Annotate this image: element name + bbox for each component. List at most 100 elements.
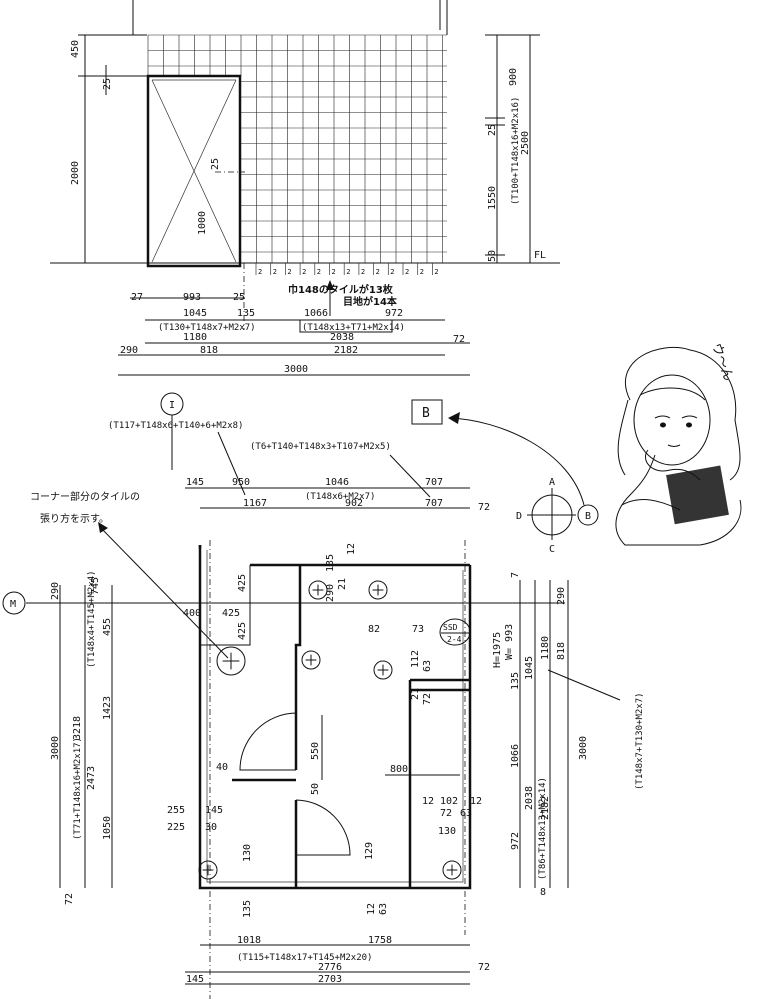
p-21b: 21 [410,688,421,700]
plan-formula-top2: (T6+T140+T148x3+T107+M2x5) [250,442,391,452]
elev-right-formula: (T100+T148x16+M2x16) [511,97,521,205]
right-972: 972 [510,832,521,850]
elev-formula-mid: (T148x13+T71+M2x14) [302,323,405,333]
tile-note-1: 巾148のタイルが13枚 [288,283,394,296]
p-50: 50 [310,783,321,795]
right-135: 135 [510,672,521,690]
tile-tick-mark: 2 [273,268,277,276]
ssd-label: SSD [443,623,458,632]
corner-note-1: コーナー部分のタイルの [30,490,140,503]
p-30: 30 [205,822,217,833]
right-1045: 1045 [524,656,535,680]
p-425a: 425 [222,608,240,619]
left-1423: 1423 [102,696,113,720]
tile-tick-mark: 2 [346,268,350,276]
tile-grid [147,34,447,263]
elev-dim-450: 450 [70,40,81,58]
p-63c: 63 [378,903,389,915]
corner-tile-marker [442,860,462,880]
p-130b: 130 [242,844,253,862]
p-425b: 425 [237,574,248,592]
left-455: 455 [102,618,113,636]
bubble-I-label: I [169,400,175,411]
elev-row4-818: 818 [200,345,218,356]
corner-tile-marker [216,646,246,676]
elev-dim-900: 900 [508,68,519,86]
top-72: 72 [478,502,490,513]
right-2038: 2038 [524,786,535,810]
bottom-145: 145 [186,974,204,985]
p-40: 40 [216,762,228,773]
left-72: 72 [64,893,75,905]
compass-B: B [585,511,591,522]
left-2473: 2473 [86,766,97,790]
p-145: 145 [205,805,223,816]
plan-formula-top1: (T117+T148x6+T140+6+M2x8) [108,421,243,431]
top-707: 707 [425,477,443,488]
tile-tick-mark: 2 [258,268,262,276]
corner-tile-marker [301,650,321,670]
p-400: 400 [183,608,201,619]
elev-formula-left: (T130+T148x7+M2x7) [158,323,256,333]
right-2182: 2182 [540,796,551,820]
floor-plan: I M (T117+T148x6+T140+6+M2x8) (T6+T140+T… [2,392,645,999]
right-818: 818 [556,642,567,660]
p-112: 112 [410,650,421,668]
p-290: 290 [325,584,336,602]
bubble-M-label: M [10,599,16,610]
elevation-view: 450 25 2000 25 1000 900 25 1550 50 2500 … [50,0,560,376]
right-8: 8 [540,887,546,898]
thinking-woman-illustration: ウ〜ん [615,341,742,546]
p-225: 225 [167,822,185,833]
elev-row1-25: 25 [233,292,245,303]
compass-C: C [549,544,555,555]
corner-tile-marker [308,580,328,600]
elev-row1-972: 972 [385,308,403,319]
elev-row2-1045: 1045 [183,308,207,319]
p-12: 12 [346,543,357,555]
width-label: W= 993 [504,624,515,660]
corner-tile-marker [373,660,393,680]
tile-tick-mark: 2 [376,268,380,276]
p-63b: 63 [460,808,472,819]
p-255: 255 [167,805,185,816]
p-12d: 12 [364,848,375,860]
p-550: 550 [310,742,321,760]
right-290: 290 [556,587,567,605]
tile-tick-mark: 2 [287,268,291,276]
top-707b: 707 [425,498,443,509]
door-frame [146,74,242,268]
left-formula2: (T148x4+T145+M2x4) [87,570,97,668]
tile-tick-mark: 2 [361,268,365,276]
elev-row1-993: 993 [183,292,201,303]
right-3000: 3000 [578,736,589,760]
top-1046: 1046 [325,477,349,488]
elev-row3-1180: 1180 [183,332,207,343]
elev-dim-2500: 2500 [520,131,531,155]
speech-text: ウ〜ん [708,341,735,383]
left-1050: 1050 [102,816,113,840]
corner-note-2: 張り方を示す。 [40,512,109,525]
p-72: 72 [422,693,433,705]
corner-tile-marker [368,580,388,600]
elev-dim-1550: 1550 [487,186,498,210]
p-73: 73 [412,624,424,635]
tile-tick-mark: 2 [332,268,336,276]
left-formula: (T71+T148x16+M2x17) [73,737,83,840]
elev-dim-25a: 25 [102,78,113,90]
elev-row4-2182: 2182 [334,345,358,356]
left-3000: 3000 [50,736,61,760]
left-3218: 3218 [72,716,83,740]
p-12c: 12 [470,796,482,807]
right-1180: 1180 [540,636,551,660]
direction-compass: A B C D [448,412,599,555]
p-130: 130 [438,826,456,837]
bottom-2703: 2703 [318,974,342,985]
p-425c: 425 [237,622,248,640]
top-950: 950 [232,477,250,488]
left-290: 290 [50,582,61,600]
p-9: 9 [364,842,375,848]
elev-fl: FL [534,250,546,261]
elev-dim-25b: 25 [210,158,221,170]
